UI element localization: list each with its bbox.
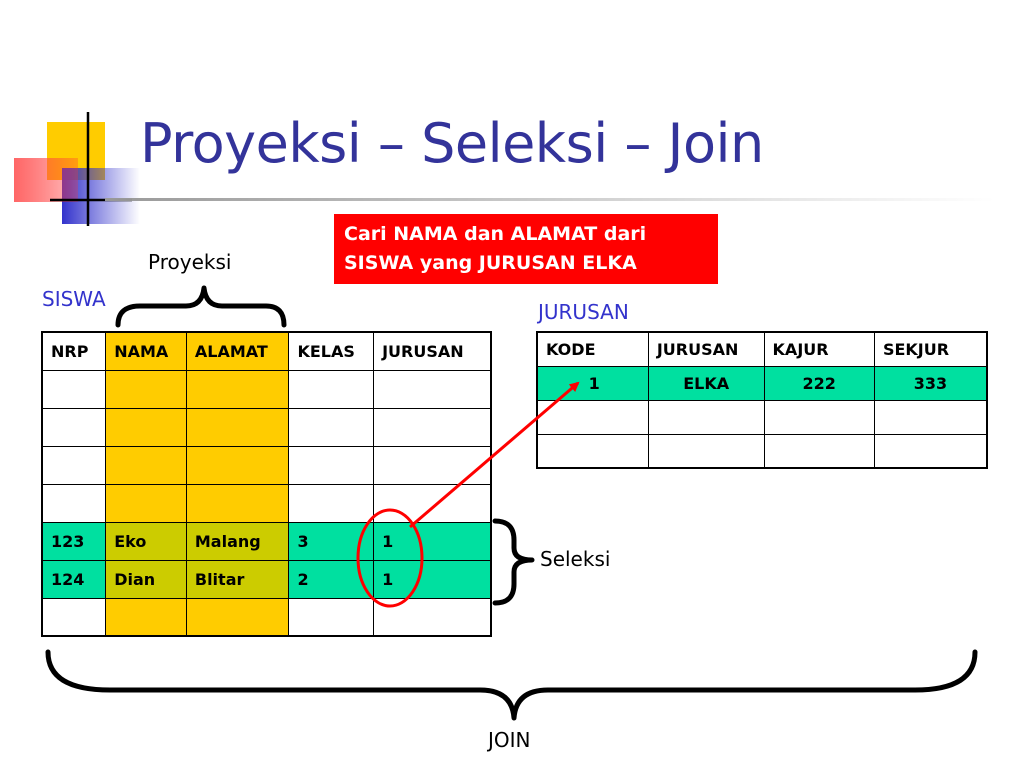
header-cell: ALAMAT [185, 331, 290, 371]
table-cell [41, 483, 107, 523]
table-cell [41, 407, 107, 447]
selected-row: 123 Eko Malang 3 1 [41, 521, 492, 561]
table-cell [41, 597, 107, 637]
table-cell [763, 433, 875, 469]
table-cell [105, 369, 187, 409]
header-cell: SEKJUR [873, 331, 988, 367]
label-seleksi: Seleksi [540, 547, 611, 571]
table-cell: 123 [41, 521, 107, 561]
table-row [41, 369, 492, 409]
table-cell: 1 [373, 521, 492, 561]
table-cell [105, 445, 187, 485]
table-cell [105, 597, 187, 637]
table-cell [185, 369, 290, 409]
title-rule [105, 198, 995, 201]
table-cell [105, 407, 187, 447]
table-cell [288, 597, 375, 637]
table-cell [41, 369, 107, 409]
table-cell: Eko [105, 521, 187, 561]
table-cell [763, 399, 875, 435]
table-cell [185, 407, 290, 447]
table-cell: Dian [105, 559, 187, 599]
table-row [41, 483, 492, 523]
table-row [536, 433, 988, 469]
table-cell [873, 399, 988, 435]
table-cell [288, 445, 375, 485]
table-cell: Malang [185, 521, 290, 561]
table-cell [536, 433, 649, 469]
header-cell: KELAS [288, 331, 375, 371]
header-cell: JURUSAN [373, 331, 492, 371]
label-proyeksi: Proyeksi [148, 250, 232, 274]
label-join: JOIN [488, 728, 531, 752]
table-cell: 333 [873, 365, 988, 401]
table-cell: 124 [41, 559, 107, 599]
table-header-row: NRP NAMA ALAMAT KELAS JURUSAN [41, 331, 492, 371]
query-callout: Cari NAMA dan ALAMAT dari SISWA yang JUR… [334, 214, 718, 284]
table-cell [288, 369, 375, 409]
header-cell: KAJUR [763, 331, 875, 367]
table-cell: 2 [288, 559, 375, 599]
table-cell [647, 433, 765, 469]
table-cell [373, 407, 492, 447]
table-cell [873, 433, 988, 469]
table-header-row: KODE JURUSAN KAJUR SEKJUR [536, 331, 988, 367]
header-cell: JURUSAN [647, 331, 765, 367]
header-cell: KODE [536, 331, 649, 367]
callout-line-1: Cari NAMA dan ALAMAT dari [344, 223, 647, 245]
callout-line-2: SISWA yang JURUSAN ELKA [344, 252, 637, 274]
table-cell [373, 369, 492, 409]
table-cell: ELKA [647, 365, 765, 401]
header-cell: NAMA [105, 331, 187, 371]
table-cell [373, 483, 492, 523]
table-cell [185, 597, 290, 637]
table-row [536, 399, 988, 435]
table-cell [373, 597, 492, 637]
label-siswa: SISWA [42, 287, 106, 311]
table-cell [373, 445, 492, 485]
siswa-table: NRP NAMA ALAMAT KELAS JURUSAN 123 Eko Ma… [41, 331, 492, 637]
jurusan-table: KODE JURUSAN KAJUR SEKJUR 1 ELKA 222 333 [536, 331, 988, 469]
table-cell: 1 [373, 559, 492, 599]
selected-row: 1 ELKA 222 333 [536, 365, 988, 401]
table-cell [647, 399, 765, 435]
table-row [41, 597, 492, 637]
table-cell: Blitar [185, 559, 290, 599]
table-cell: 1 [536, 365, 649, 401]
table-cell [185, 445, 290, 485]
table-cell [288, 407, 375, 447]
label-jurusan: JURUSAN [538, 300, 629, 324]
decor-red-square [14, 158, 78, 202]
table-cell [41, 445, 107, 485]
page-title: Proyeksi – Seleksi – Join [140, 112, 764, 175]
table-cell [105, 483, 187, 523]
table-cell [185, 483, 290, 523]
table-row [41, 407, 492, 447]
table-row [41, 445, 492, 485]
header-cell: NRP [41, 331, 107, 371]
table-cell [536, 399, 649, 435]
table-cell: 222 [763, 365, 875, 401]
table-cell [288, 483, 375, 523]
table-cell: 3 [288, 521, 375, 561]
selected-row: 124 Dian Blitar 2 1 [41, 559, 492, 599]
